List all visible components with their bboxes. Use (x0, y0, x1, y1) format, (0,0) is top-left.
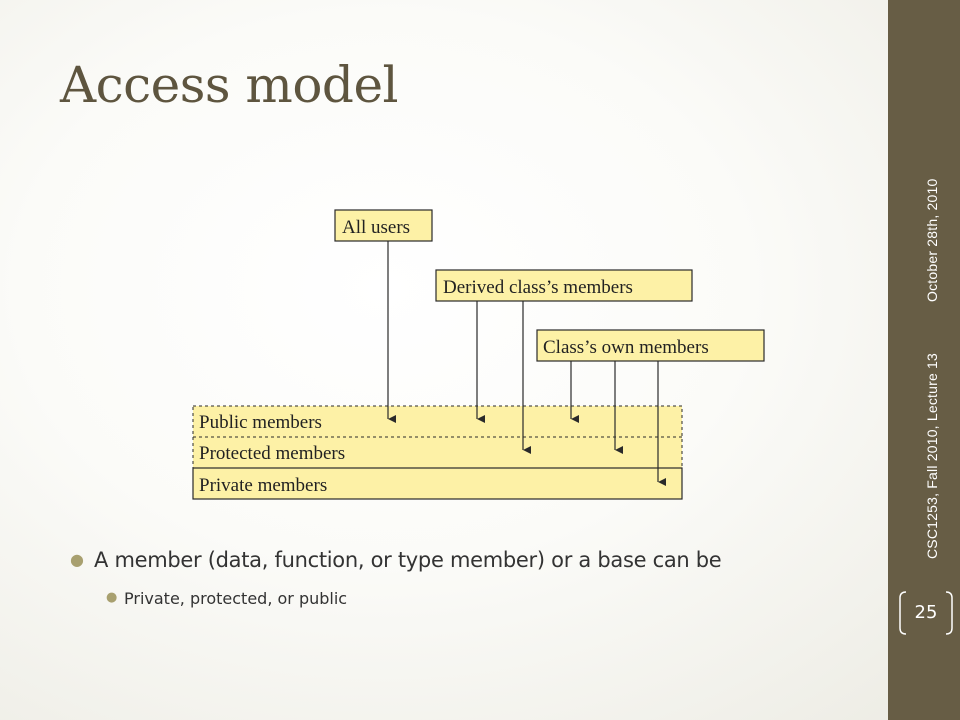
course-info: CSC1253, Fall 2010, Lecture 13 (924, 352, 940, 559)
derived-members-label: Derived class’s members (443, 277, 633, 298)
sub-bullet-text: Private, protected, or public (124, 589, 348, 608)
all-users-box (334, 209, 433, 242)
derived-members-box (435, 269, 693, 302)
members-box (193, 406, 682, 499)
all-users-label: All users (342, 217, 410, 238)
page-number: 25 (914, 602, 938, 623)
sub-bullet-item: ● Private, protected, or public (106, 587, 830, 611)
page-number-box: 25 (898, 590, 954, 636)
public-members-label: Public members (199, 412, 322, 433)
access-diagram: All users Derived class’s members Class’… (192, 209, 765, 500)
own-members-box (536, 329, 765, 362)
slide-title: Access model (60, 56, 399, 114)
sub-bullet-dot-icon: ● (106, 590, 118, 605)
private-members-row (192, 467, 683, 500)
own-members-label: Class’s own members (543, 337, 709, 358)
bullet-text: A member (data, function, or type member… (94, 548, 722, 572)
bullet-item: ● A member (data, function, or type memb… (70, 545, 830, 575)
private-members-label: Private members (199, 475, 327, 496)
bullet-dot-icon: ● (70, 550, 84, 569)
bullet-list: ● A member (data, function, or type memb… (70, 545, 830, 611)
protected-members-label: Protected members (199, 443, 345, 464)
slide-date: October 28th, 2010 (924, 178, 940, 302)
